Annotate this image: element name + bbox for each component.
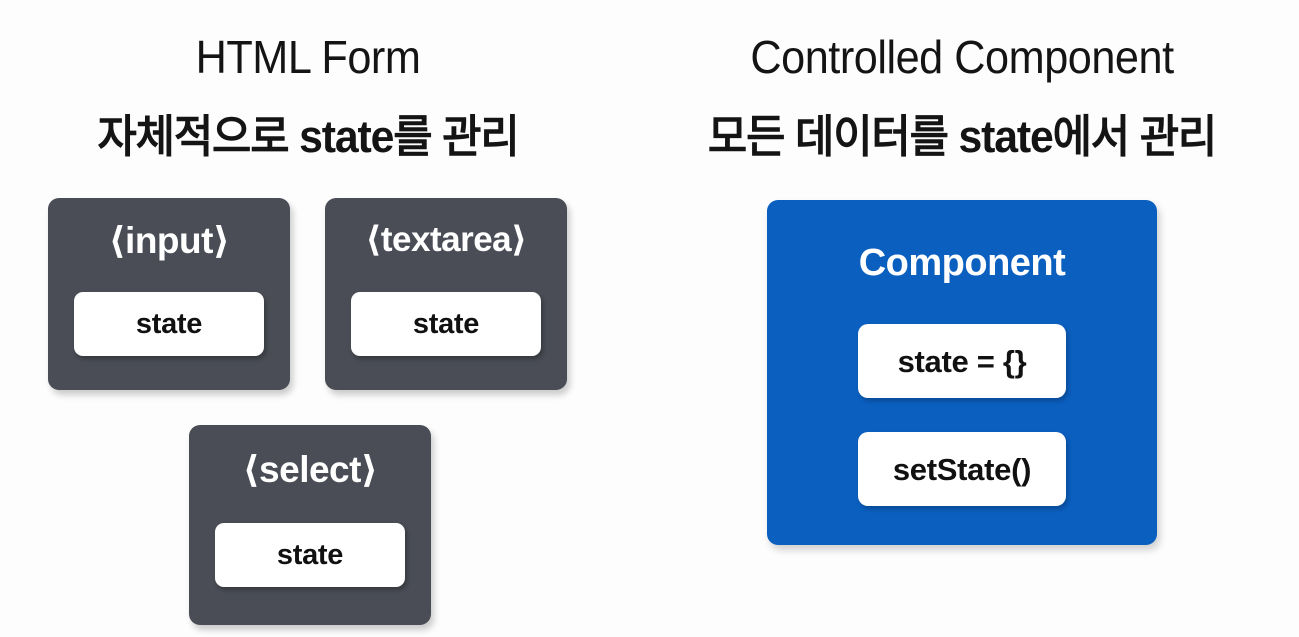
html-element-card-input[interactable]: ⟨input⟩ state (48, 198, 290, 390)
input-state-label: state (135, 307, 203, 340)
component-member-state-label: state = {} (897, 343, 1027, 379)
select-state-box: state (215, 523, 405, 587)
input-tag-label: ⟨input⟩ (108, 220, 230, 261)
html-element-card-select[interactable]: ⟨select⟩ state (189, 425, 431, 625)
left-column-title-en: HTML Form (195, 31, 421, 83)
component-member-setstate-label: setState() (892, 451, 1032, 487)
right-column-title-en: Controlled Component (750, 31, 1174, 83)
left-column-title-ko: 자체적으로 state를 관리 (97, 111, 519, 162)
select-tag-label: ⟨select⟩ (242, 449, 378, 490)
component-box[interactable]: Component state = {} setState() (767, 200, 1157, 545)
component-member-state[interactable]: state = {} (858, 324, 1066, 398)
component-member-setstate[interactable]: setState() (858, 432, 1066, 506)
component-box-title: Component (858, 242, 1066, 284)
html-element-card-textarea[interactable]: ⟨textarea⟩ state (325, 198, 567, 390)
textarea-state-label: state (412, 307, 480, 340)
textarea-state-box: state (351, 292, 541, 356)
input-state-box: state (74, 292, 264, 356)
right-column-title-ko: 모든 데이터를 state에서 관리 (707, 111, 1217, 162)
textarea-tag-label: ⟨textarea⟩ (365, 220, 527, 259)
select-state-label: state (276, 538, 344, 571)
